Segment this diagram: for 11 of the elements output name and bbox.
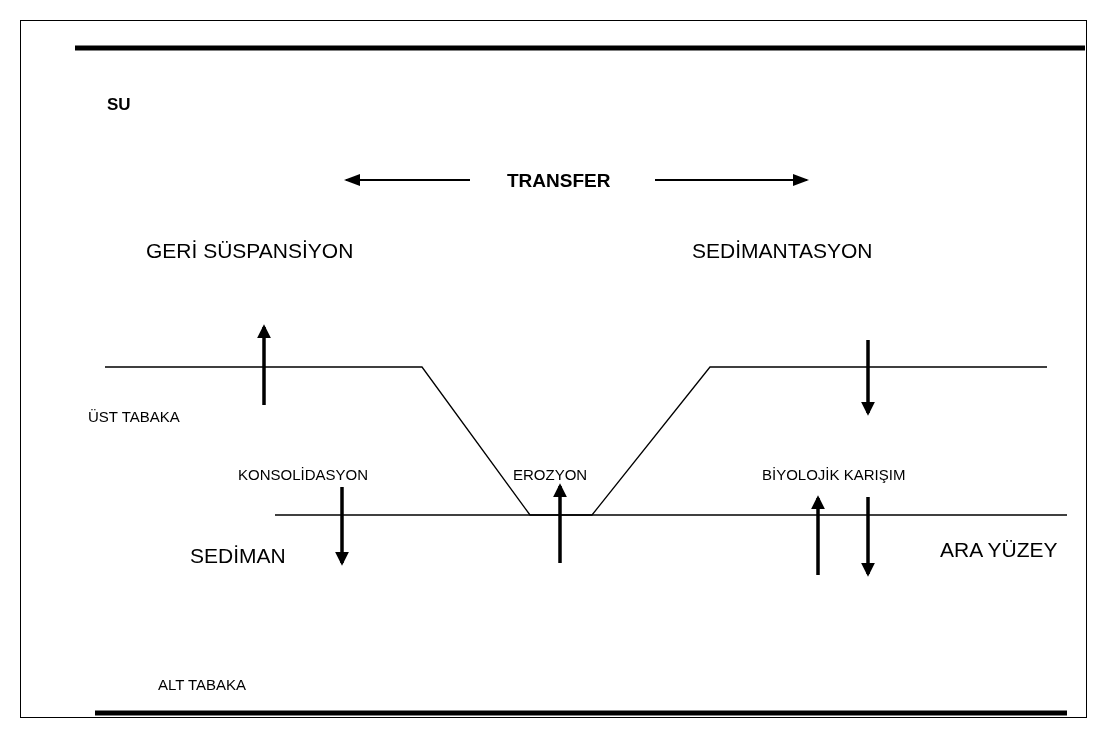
- layer-label: ALT TABAKA: [158, 677, 247, 692]
- layer-label: ÜST TABAKA: [88, 409, 180, 424]
- layer-label: SU: [107, 96, 131, 113]
- process-label: TRANSFER: [507, 171, 611, 190]
- layer-label: ARA YÜZEY: [940, 539, 1058, 560]
- process-label: SEDİMANTASYON: [692, 240, 873, 261]
- process-label: GERİ SÜSPANSİYON: [146, 240, 354, 261]
- process-label: KONSOLİDASYON: [238, 467, 369, 482]
- process-label: BİYOLOJİK KARIŞIM: [762, 467, 906, 482]
- process-label: EROZYON: [513, 467, 588, 482]
- layer-label: SEDİMAN: [190, 545, 286, 566]
